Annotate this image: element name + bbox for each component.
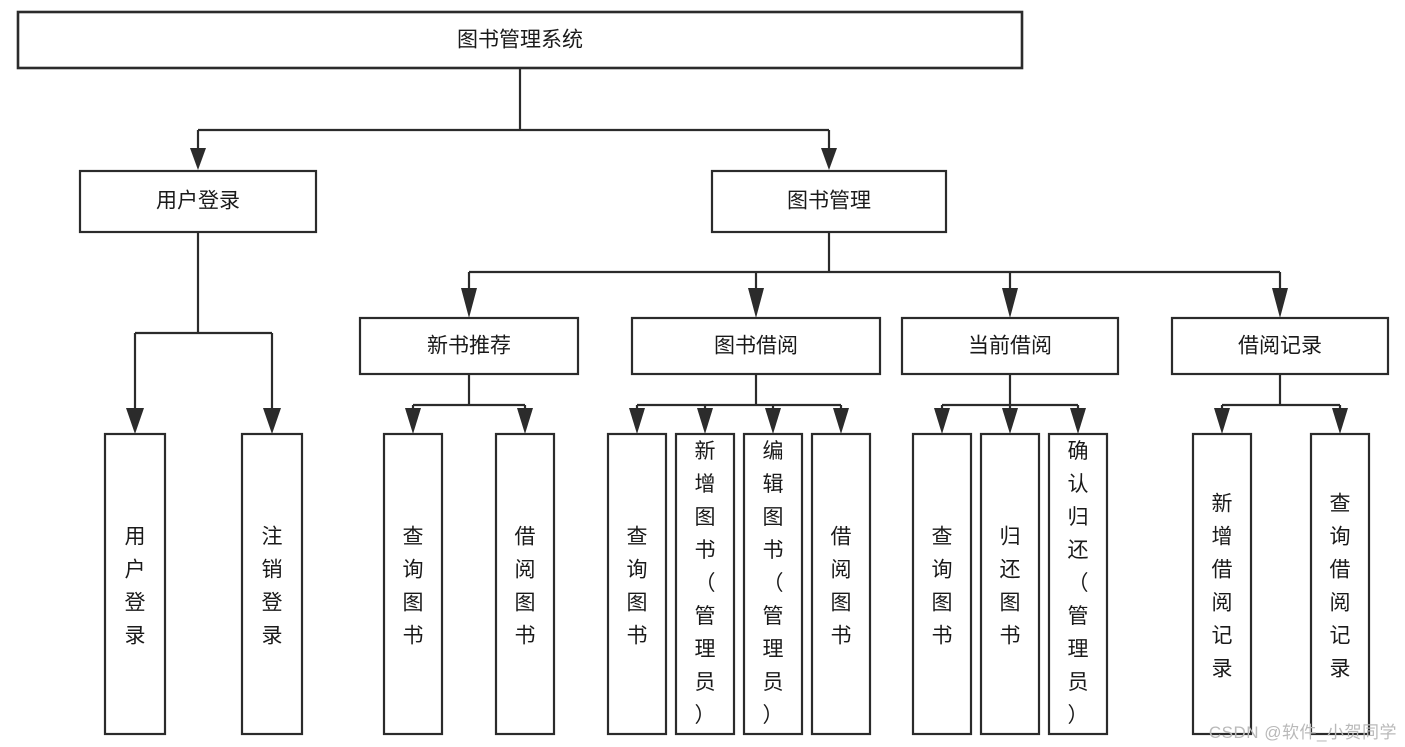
node-borrow-record-box[interactable] <box>1170 316 1390 376</box>
node-borrow-record-label: 借阅记录 <box>1238 335 1322 358</box>
leaf-query-book-3-label: 查询图书 <box>932 526 953 648</box>
leaf-user-login-label: 用户登录 <box>125 526 146 648</box>
node-book-manage-label: 图书管理 <box>787 190 871 213</box>
leaf-user-login-box[interactable] <box>103 432 167 736</box>
arrowhead-current-borrow <box>1002 288 1018 318</box>
arrowhead-leaf-logout <box>263 408 281 434</box>
arrowhead-leaf-user-login <box>126 408 144 434</box>
leaf-query-book-2[interactable]: 查询图书 <box>606 432 668 736</box>
leaf-query-record[interactable]: 查询借阅记录 <box>1309 432 1371 736</box>
leaf-query-record-label: 查询借阅记录 <box>1330 493 1351 681</box>
leaf-borrow-book-1-box[interactable] <box>494 432 556 736</box>
connector-layer <box>126 68 1348 434</box>
leaf-confirm-return-box[interactable] <box>1047 432 1109 736</box>
arrowhead-leaf-query-book-3 <box>934 408 950 434</box>
leaf-edit-book-box[interactable] <box>742 432 804 736</box>
leaf-query-book-1-box[interactable] <box>382 432 444 736</box>
arrowhead-leaf-add-book <box>697 408 713 434</box>
arrowhead-new-book-recommend <box>461 288 477 318</box>
leaf-add-book-label: 新增图书（管理员） <box>695 440 716 727</box>
arrowhead-leaf-query-record <box>1332 408 1348 434</box>
leaf-add-record-box[interactable] <box>1191 432 1253 736</box>
arrowhead-leaf-return-book <box>1002 408 1018 434</box>
leaf-borrow-book-2-box[interactable] <box>810 432 872 736</box>
node-book-borrow-box[interactable] <box>630 316 882 376</box>
leaf-logout-box[interactable] <box>240 432 304 736</box>
leaf-query-record-box[interactable] <box>1309 432 1371 736</box>
node-user-login-label: 用户登录 <box>156 190 240 213</box>
leaf-confirm-return[interactable]: 确认归还（管理员） <box>1047 432 1109 736</box>
leaf-query-book-3-box[interactable] <box>911 432 973 736</box>
node-user-login-box[interactable] <box>78 169 318 234</box>
leaf-return-book-label: 归还图书 <box>1000 526 1021 648</box>
node-new-book-recommend[interactable]: 新书推荐 <box>358 316 580 376</box>
arrowhead-user-login <box>190 148 206 170</box>
leaf-borrow-book-1-label: 借阅图书 <box>515 526 536 648</box>
leaf-query-book-3[interactable]: 查询图书 <box>911 432 973 736</box>
leaf-confirm-return-label: 确认归还（管理员） <box>1068 440 1089 727</box>
arrowhead-book-borrow <box>748 288 764 318</box>
leaf-add-book[interactable]: 新增图书（管理员） <box>674 432 736 736</box>
node-new-book-recommend-box[interactable] <box>358 316 580 376</box>
leaf-borrow-book-1[interactable]: 借阅图书 <box>494 432 556 736</box>
node-book-manage-box[interactable] <box>710 169 948 234</box>
leaf-query-book-2-label: 查询图书 <box>627 526 648 648</box>
arrowhead-leaf-query-book-1 <box>405 408 421 434</box>
leaf-edit-book-label: 编辑图书（管理员） <box>763 440 784 727</box>
leaf-query-book-1-label: 查询图书 <box>403 526 424 648</box>
node-current-borrow-label: 当前借阅 <box>968 335 1052 358</box>
node-book-borrow-label: 图书借阅 <box>714 335 798 358</box>
leaf-borrow-book-2-label: 借阅图书 <box>831 526 852 648</box>
leaf-borrow-book-2[interactable]: 借阅图书 <box>810 432 872 736</box>
node-book-manage[interactable]: 图书管理 <box>710 169 948 234</box>
leaf-logout-label: 注销登录 <box>262 526 283 648</box>
arrowhead-leaf-borrow-book-1 <box>517 408 533 434</box>
arrowhead-leaf-query-book-2 <box>629 408 645 434</box>
arrowhead-leaf-confirm-return <box>1070 408 1086 434</box>
leaf-add-record-label: 新增借阅记录 <box>1212 493 1233 681</box>
leaf-layer: 用户登录 注销登录 查询图书 借阅图书 查询图书 新增图书（管理员） <box>103 432 1371 736</box>
arrowhead-leaf-edit-book <box>765 408 781 434</box>
node-current-borrow[interactable]: 当前借阅 <box>900 316 1120 376</box>
node-user-login[interactable]: 用户登录 <box>78 169 318 234</box>
leaf-add-record[interactable]: 新增借阅记录 <box>1191 432 1253 736</box>
arrowhead-leaf-borrow-book-2 <box>833 408 849 434</box>
node-root[interactable]: 图书管理系统 <box>16 10 1024 70</box>
node-root-label: 图书管理系统 <box>457 29 583 52</box>
leaf-user-login[interactable]: 用户登录 <box>103 432 167 736</box>
leaf-return-book[interactable]: 归还图书 <box>979 432 1041 736</box>
leaf-query-book-1[interactable]: 查询图书 <box>382 432 444 736</box>
leaf-logout[interactable]: 注销登录 <box>240 432 304 736</box>
leaf-add-book-box[interactable] <box>674 432 736 736</box>
node-new-book-recommend-label: 新书推荐 <box>427 335 511 358</box>
leaf-return-book-box[interactable] <box>979 432 1041 736</box>
node-root-box[interactable] <box>16 10 1024 70</box>
node-current-borrow-box[interactable] <box>900 316 1120 376</box>
arrowhead-leaf-add-record <box>1214 408 1230 434</box>
leaf-query-book-2-box[interactable] <box>606 432 668 736</box>
node-book-borrow[interactable]: 图书借阅 <box>630 316 882 376</box>
leaf-edit-book[interactable]: 编辑图书（管理员） <box>742 432 804 736</box>
csdn-watermark: CSDN @软件_小贺同学 <box>1208 723 1397 742</box>
arrowhead-borrow-record <box>1272 288 1288 318</box>
node-borrow-record[interactable]: 借阅记录 <box>1170 316 1390 376</box>
arrowhead-book-manage <box>821 148 837 170</box>
